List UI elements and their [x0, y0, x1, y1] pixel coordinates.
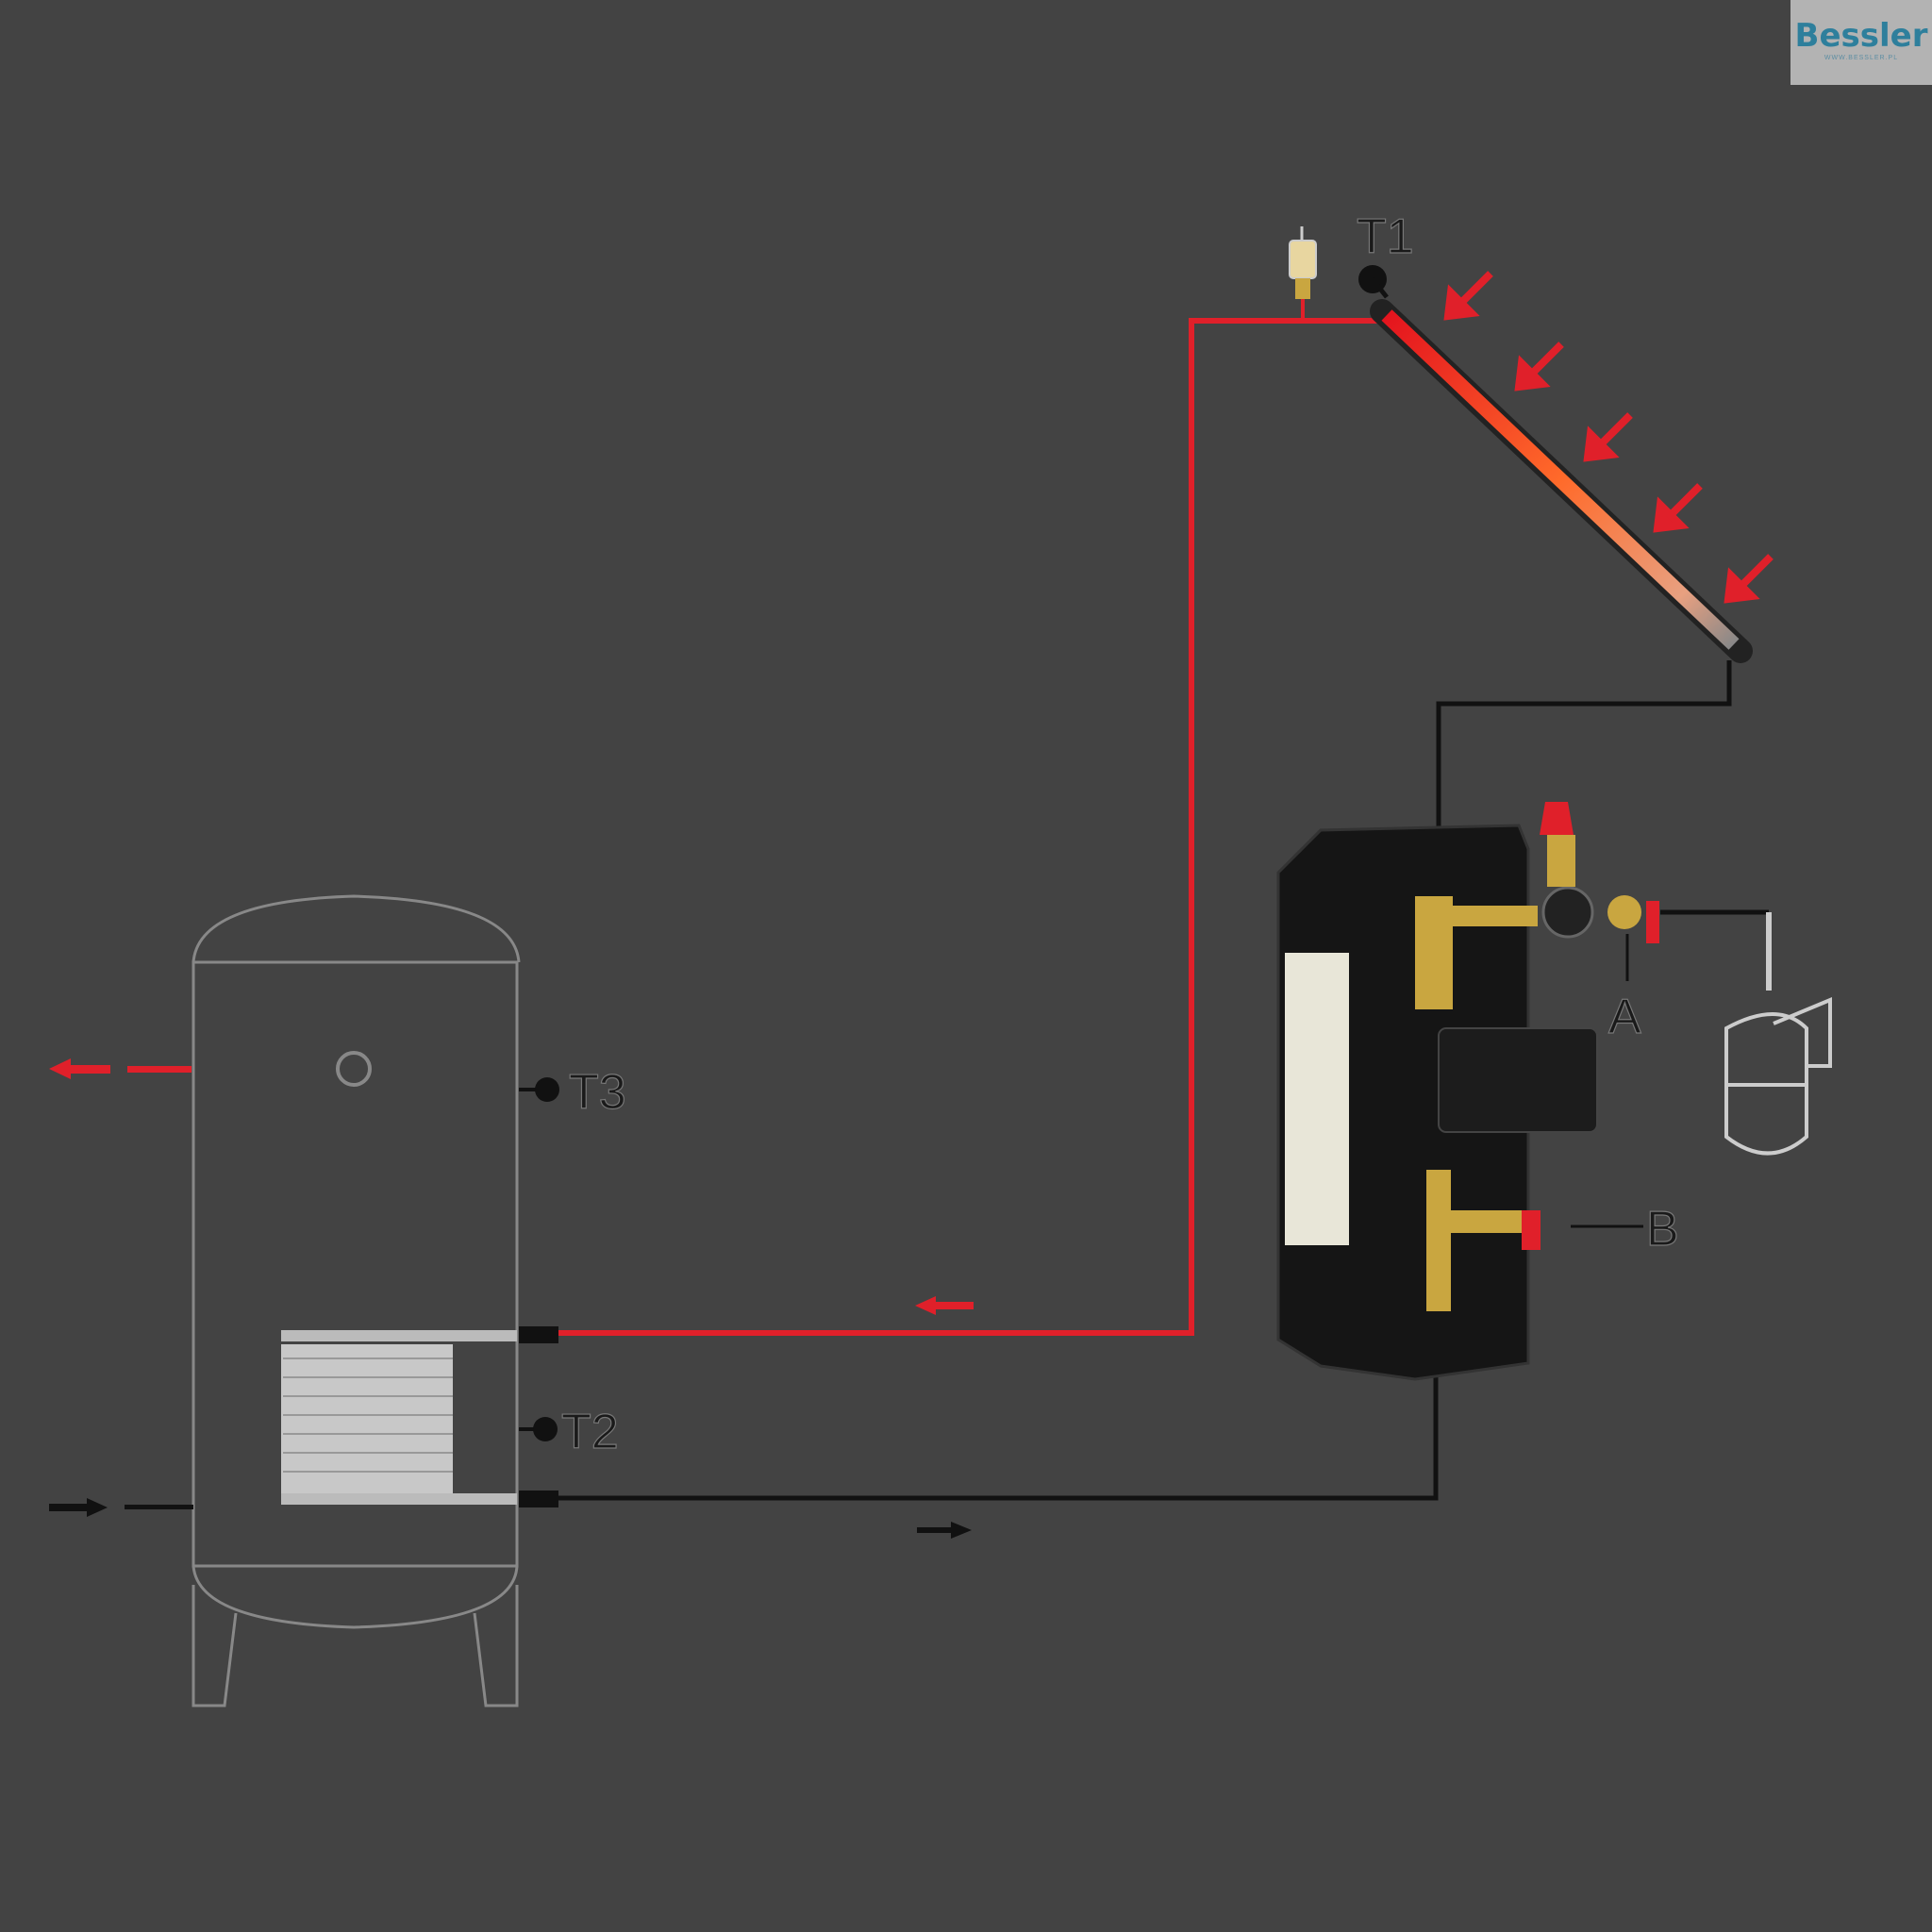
air-vent-icon [1289, 226, 1317, 321]
label-b: B [1646, 1202, 1679, 1257]
bessler-logo: Bessler WWW.BESSLER.PL [1790, 0, 1932, 85]
sun-arrow-icon [1514, 341, 1564, 391]
solar-radiation-arrows [1443, 271, 1774, 604]
circulation-pump [1438, 1027, 1598, 1133]
drain-valve-red [1522, 1210, 1541, 1250]
flow-arrow-left-icon [915, 1296, 974, 1315]
sun-arrow-icon [1443, 271, 1493, 321]
storage-tank [192, 894, 521, 1707]
sensor-t3-icon [535, 1077, 559, 1102]
label-a: A [1608, 990, 1641, 1044]
safety-valve-icon [1540, 802, 1574, 835]
collector-return-pipe [1436, 660, 1732, 830]
ball-valve-red [1646, 901, 1659, 943]
tank-thermometer-icon [336, 1051, 372, 1087]
hot-water-outlet-arrow-icon [49, 1058, 192, 1079]
logo-brand: Bessler [1794, 17, 1928, 55]
sensor-t2-icon [533, 1417, 558, 1441]
pressure-gauge-icon [1541, 886, 1594, 939]
heat-exchanger-coil [281, 1326, 558, 1507]
cold-water-inlet-arrow-icon [49, 1498, 193, 1517]
label-t2: T2 [561, 1405, 619, 1459]
expansion-vessel [1724, 997, 1832, 1156]
sun-arrow-icon [1653, 483, 1703, 533]
pump-station [1276, 802, 1659, 1381]
label-t1: T1 [1357, 209, 1414, 264]
hot-supply-pipe [557, 318, 1382, 1336]
flow-arrow-right-icon [917, 1522, 972, 1539]
fill-valve [1607, 895, 1641, 929]
logo-url: WWW.BESSLER.PL [1824, 55, 1899, 61]
sun-arrow-icon [1724, 554, 1774, 604]
brass-valve-bottom [1426, 1170, 1451, 1311]
controller-panel [1285, 953, 1349, 1245]
cold-return-pipe [557, 1373, 1439, 1501]
solar-collector [1370, 299, 1753, 663]
sun-arrow-icon [1583, 412, 1633, 462]
label-t3: T3 [569, 1065, 626, 1120]
